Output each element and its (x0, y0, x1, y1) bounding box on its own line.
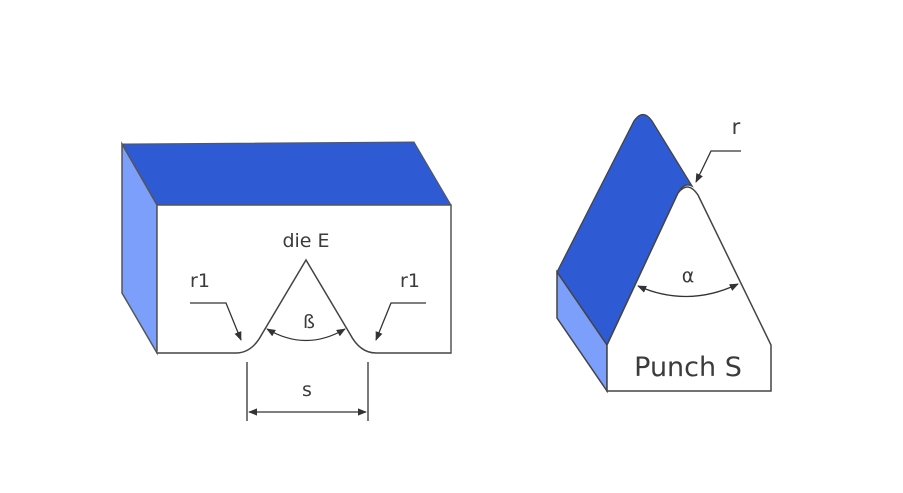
s-label: s (302, 379, 312, 401)
beta-label: ß (303, 311, 315, 333)
punch-label: Punch S (634, 352, 742, 383)
beta-angle-arc (266, 328, 346, 342)
r1-right-leader (375, 302, 426, 341)
r1-right-label: r1 (400, 270, 420, 292)
r1-left-label: r1 (190, 270, 210, 292)
alpha-angle-arc (637, 283, 739, 298)
alpha-label: α (682, 265, 695, 287)
die-label: die E (282, 230, 329, 252)
r1-left-leader (190, 302, 242, 341)
r-label: r (732, 115, 741, 139)
punch-block (556, 113, 772, 394)
die-profile (157, 258, 451, 354)
r-leader (695, 150, 741, 183)
die-block (121, 141, 452, 356)
die-top-face (121, 141, 452, 206)
